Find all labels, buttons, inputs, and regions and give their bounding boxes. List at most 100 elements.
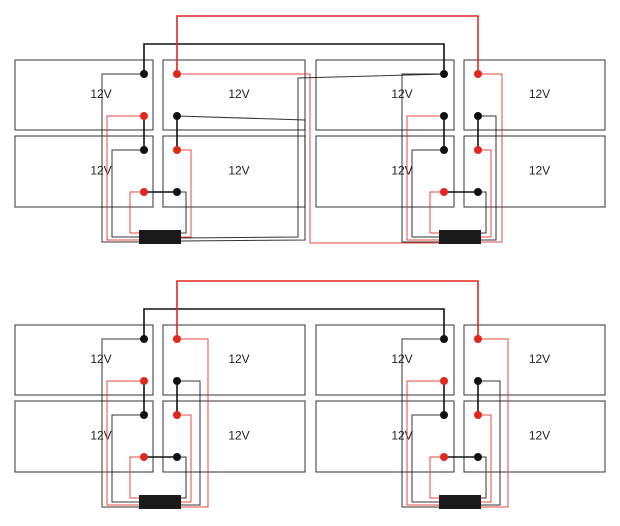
balance-lead-wire [180,73,445,239]
positive-terminal [140,453,148,461]
battery-voltage-label: 12V [90,87,111,101]
balance-lead-wire [406,115,444,241]
battery-box [463,135,606,208]
battery-voltage-label: 12V [529,87,550,101]
balance-connector [139,230,181,244]
battery-box [315,59,455,131]
battery-box [162,324,306,396]
negative-terminal [440,146,448,154]
positive-bus-wire [176,15,479,74]
battery-voltage-label: 12V [228,164,249,178]
positive-terminal [140,188,148,196]
negative-terminal [440,335,448,343]
positive-terminal [440,377,448,385]
balance-lead-wire [478,338,509,508]
balance-lead-wire [429,191,444,234]
balance-connector [439,230,481,244]
balance-lead-wire [406,380,444,506]
battery-box [315,400,455,473]
battery-voltage-label: 12V [90,164,111,178]
balance-lead-wire [176,115,306,242]
balance-lead-wire [101,338,144,508]
battery-voltage-label: 12V [90,352,111,366]
positive-terminal [173,146,181,154]
balance-lead-wire [177,380,201,506]
balance-lead-wire [177,414,192,503]
balance-lead-wire [411,414,444,503]
battery-box [14,324,154,396]
battery-voltage-label: 12V [228,352,249,366]
positive-terminal [440,188,448,196]
positive-terminal [173,335,181,343]
positive-terminal [173,70,181,78]
balance-lead-wire [106,380,144,506]
battery-box [463,324,606,396]
positive-terminal [474,411,482,419]
balance-lead-wire [129,456,144,499]
balance-lead-wire [177,338,209,508]
balance-lead-wire [478,380,501,506]
negative-terminal [440,70,448,78]
negative-terminal [474,188,482,196]
negative-terminal [440,411,448,419]
balance-lead-wire [478,414,492,503]
balance-lead-wire [478,115,497,241]
balance-lead-wire [111,149,144,238]
negative-terminal [474,112,482,120]
negative-bus-wire [143,43,445,74]
balance-connector [439,495,481,509]
positive-terminal [140,112,148,120]
positive-terminal [474,70,482,78]
balance-lead-wire [111,414,144,503]
balance-lead-wire [177,191,187,234]
battery-voltage-label: 12V [228,87,249,101]
negative-terminal [474,377,482,385]
balance-lead-wire [106,115,144,241]
balance-lead-wire [401,338,444,508]
negative-terminal [173,188,181,196]
negative-terminal [474,453,482,461]
balance-lead-wire [411,149,444,238]
negative-terminal [140,335,148,343]
positive-terminal [474,335,482,343]
battery-box [315,324,455,396]
balance-lead-wire [177,149,192,238]
battery-box [315,135,455,208]
positive-bus-wire [176,280,479,339]
negative-terminal [440,112,448,120]
battery-voltage-label: 12V [529,429,550,443]
negative-terminal [173,112,181,120]
battery-box [162,59,306,131]
positive-terminal [474,146,482,154]
balance-lead-wire [177,73,439,244]
balance-lead-wire [478,73,503,243]
battery-voltage-label: 12V [529,352,550,366]
battery-box [14,59,154,131]
balance-lead-wire [429,456,444,499]
balance-connector [139,495,181,509]
battery-box [14,400,154,473]
negative-terminal [140,146,148,154]
balance-lead-wire [101,73,144,243]
negative-terminal [140,411,148,419]
positive-terminal [140,377,148,385]
balance-lead-wire [177,456,187,499]
positive-terminal [173,411,181,419]
negative-terminal [140,70,148,78]
battery-box [14,135,154,208]
balance-lead-wire [478,149,492,238]
battery-box [463,59,606,131]
battery-box [463,400,606,473]
balance-lead-wire [129,191,144,234]
negative-bus-wire [143,308,445,339]
battery-box [162,400,306,473]
battery-voltage-label: 12V [90,429,111,443]
positive-terminal [440,453,448,461]
battery-voltage-label: 12V [228,429,249,443]
battery-voltage-label: 12V [529,164,550,178]
negative-terminal [173,377,181,385]
negative-terminal [173,453,181,461]
